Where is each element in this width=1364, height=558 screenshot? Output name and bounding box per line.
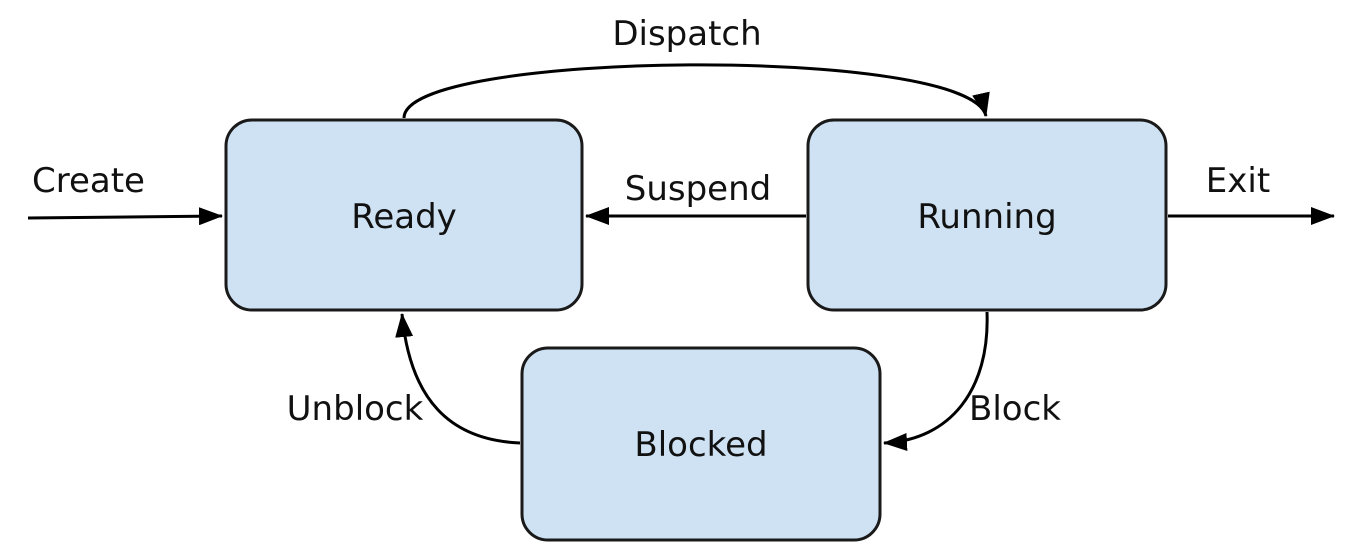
state-ready-box (224, 118, 584, 312)
block-label: Block (969, 389, 1061, 429)
state-ready-label: Ready (351, 197, 457, 237)
state-running: Running (806, 118, 1168, 312)
state-ready: Ready (224, 118, 584, 312)
exit-label: Exit (1206, 161, 1270, 201)
dispatch-label: Dispatch (612, 14, 761, 54)
unblock-label: Unblock (287, 389, 424, 429)
state-running-label: Running (917, 197, 1056, 237)
create-label: Create (32, 161, 145, 201)
block-arrow (883, 311, 989, 451)
unblock-arrow (395, 313, 521, 445)
state-blocked: Blocked (520, 346, 882, 542)
state-blocked-box (520, 346, 882, 542)
state-blocked-label: Blocked (634, 425, 767, 465)
suspend-label: Suspend (625, 169, 771, 209)
create-arrow (27, 207, 223, 226)
state-running-box (806, 118, 1168, 312)
dispatch-arrow (402, 63, 990, 119)
